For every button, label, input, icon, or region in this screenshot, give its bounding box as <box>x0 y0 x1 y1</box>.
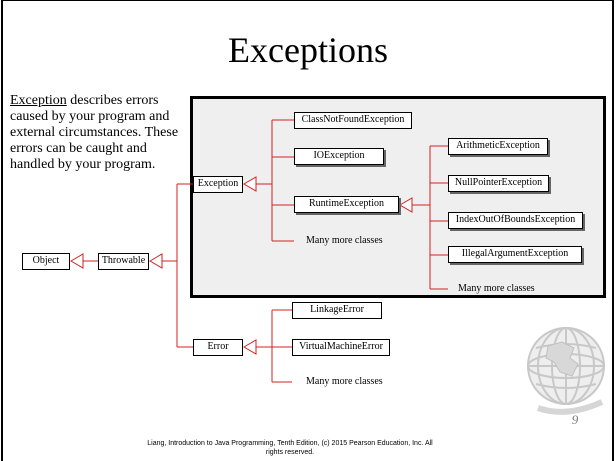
node-arithmeticexception: ArithmeticException <box>448 138 548 155</box>
slide-border-left <box>1 0 3 461</box>
arrowhead-throwable-icon <box>149 253 163 269</box>
node-ioexception: IOException <box>294 148 384 165</box>
slide-title: Exceptions <box>228 30 388 70</box>
node-throwable: Throwable <box>98 253 149 270</box>
node-nullpointerexception: NullPointerException <box>448 175 549 192</box>
node-classnotfoundexception: ClassNotFoundException <box>294 112 412 129</box>
slide-footer: Liang, Introduction to Java Programming,… <box>147 440 433 456</box>
description-term: Exception <box>10 93 67 108</box>
arrowhead-object-icon <box>70 253 84 269</box>
node-exception: Exception <box>193 176 243 193</box>
slide-border-top <box>1 0 614 1</box>
node-runtimeexception: RuntimeException <box>294 196 399 213</box>
page-number: 9 <box>571 412 579 427</box>
slide-border-right <box>612 0 614 461</box>
node-illegalargumentexception: IllegalArgumentException <box>448 246 582 263</box>
runtime-more-classes: Many more classes <box>458 283 535 294</box>
node-indexoutofboundsexception: IndexOutOfBoundsException <box>448 212 583 229</box>
globe-icon <box>527 327 605 415</box>
node-virtualmachineerror: VirtualMachineError <box>292 339 390 356</box>
node-linkageerror: LinkageError <box>292 302 382 319</box>
arrowhead-exception-icon <box>243 176 257 192</box>
exception-more-classes: Many more classes <box>306 235 383 246</box>
node-error: Error <box>193 339 243 356</box>
node-object: Object <box>22 253 70 270</box>
description-text: describes errors caused by your program … <box>10 93 179 172</box>
arrowhead-error-icon <box>243 339 257 355</box>
error-more-classes: Many more classes <box>306 376 383 387</box>
arrowhead-runtime-icon <box>399 197 413 213</box>
exception-description: Exception describes errors caused by you… <box>10 93 182 173</box>
